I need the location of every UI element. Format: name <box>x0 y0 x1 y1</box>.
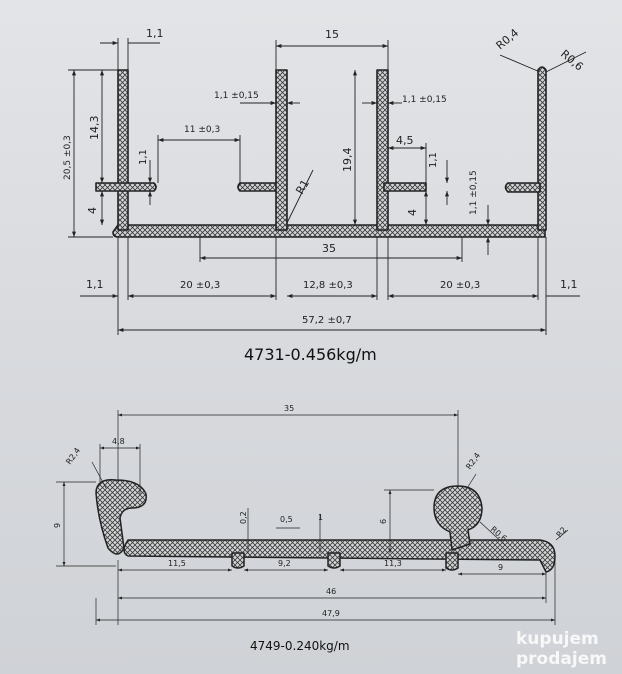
dim-label: 9 <box>498 563 503 572</box>
dim-label: 11 ±0,3 <box>184 125 220 135</box>
caption-4749: 4749-0.240kg/m <box>250 639 350 653</box>
dim-label: 0,2 <box>239 511 248 524</box>
dim-label: 20,5 ±0,3 <box>63 135 73 180</box>
dim-label: 35 <box>322 242 336 255</box>
dim-label: 6 <box>379 519 388 524</box>
dim-label: 1,1 ±0,15 <box>402 95 447 105</box>
dim-label: 4 <box>86 207 99 214</box>
dim-label: 14,3 <box>88 116 101 141</box>
dim-label: R1 <box>293 177 312 196</box>
dim-label: R2,4 <box>464 451 482 471</box>
dim-label: 1 <box>318 513 323 522</box>
profile-4731-labels: 1,1 15 R0,4 R0,6 1,1 ±0,15 1,1 ±0,15 11 … <box>63 26 586 326</box>
dim-label: 0,5 <box>280 515 293 524</box>
dim-label: 1,1 <box>138 149 149 165</box>
dim-label: 9 <box>53 523 62 528</box>
dim-label: R0,4 <box>494 26 522 52</box>
caption-4731: 4731-0.456kg/m <box>244 345 377 364</box>
dim-label: 11,3 <box>384 559 402 568</box>
profile-4749: 35 R2,4 4,8 9 0,2 0,5 1 6 R2,4 R0,6 R2 1… <box>53 404 568 653</box>
dim-label: 47,9 <box>322 609 340 618</box>
dim-label: 12,8 ±0,3 <box>303 280 353 291</box>
dim-label: 19,4 <box>341 148 354 173</box>
dim-label: 1,1 ±0,15 <box>214 91 259 101</box>
profile-4731-dimension-lines <box>68 38 587 335</box>
profile-4749-labels: 35 R2,4 4,8 9 0,2 0,5 1 6 R2,4 R0,6 R2 1… <box>53 404 568 618</box>
dim-label: 1,1 ±0,15 <box>469 170 479 215</box>
dim-label: R0,6 <box>558 47 586 73</box>
dim-label: 20 ±0,3 <box>440 280 480 291</box>
watermark: kupujem prodajem <box>516 629 607 669</box>
dim-label: 4,8 <box>112 437 125 446</box>
dim-label: 57,2 ±0,7 <box>302 315 352 326</box>
dim-label: 1,1 <box>428 152 439 168</box>
dim-label: 1,1 <box>146 27 164 40</box>
watermark-line1: kupujem <box>516 629 599 649</box>
watermark-line2: prodajem <box>516 649 607 669</box>
dim-label: 46 <box>326 587 336 596</box>
dim-label: 9,2 <box>278 559 291 568</box>
dim-label: 1,1 <box>560 278 578 291</box>
dim-label: 4 <box>406 209 419 216</box>
profile-4731: 1,1 15 R0,4 R0,6 1,1 ±0,15 1,1 ±0,15 11 … <box>63 26 587 364</box>
dim-label: 15 <box>325 28 339 41</box>
profile-4731-section <box>95 66 547 238</box>
profile-4749-section <box>95 479 556 573</box>
dim-label: 35 <box>284 404 294 413</box>
dim-label: R2 <box>555 525 569 539</box>
profile-4749-dimension-lines <box>56 410 569 625</box>
dim-label: 4,5 <box>396 134 414 147</box>
dim-label: 1,1 <box>86 278 104 291</box>
dim-label: 20 ±0,3 <box>180 280 220 291</box>
dim-label: 11,5 <box>168 559 186 568</box>
dim-label: R2,4 <box>64 446 82 466</box>
